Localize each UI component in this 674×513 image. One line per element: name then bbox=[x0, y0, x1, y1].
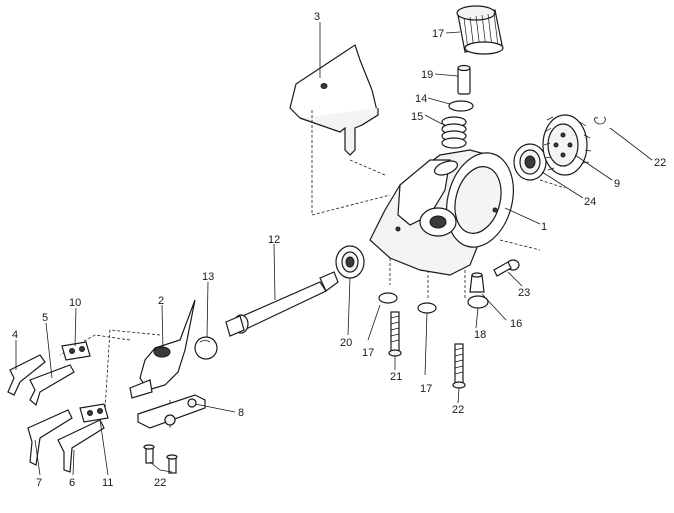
callout-3: 3 bbox=[314, 11, 320, 23]
part-22-bolt-b bbox=[452, 343, 466, 389]
callout-labels: 3 17 19 14 15 22 9 24 1 12 13 2 23 16 18… bbox=[12, 11, 666, 489]
callout-15: 15 bbox=[411, 111, 423, 123]
part-15-spring bbox=[441, 116, 467, 149]
callout-13: 13 bbox=[202, 271, 214, 283]
callout-12: 12 bbox=[268, 234, 280, 246]
callout-22-right: 22 bbox=[452, 404, 464, 416]
part-10-link bbox=[61, 341, 91, 361]
callout-7: 7 bbox=[36, 477, 42, 489]
callout-4: 4 bbox=[12, 329, 18, 341]
part-16-nipple bbox=[469, 272, 485, 293]
part-3-cover bbox=[289, 44, 379, 156]
callout-19: 18 bbox=[474, 329, 486, 341]
callout-25: 23 bbox=[518, 287, 530, 299]
part-11-link bbox=[79, 403, 109, 423]
part-13-ball bbox=[194, 336, 218, 360]
part-18-knob bbox=[456, 5, 504, 55]
callout-1: 1 bbox=[541, 221, 547, 233]
part-24-clip bbox=[594, 116, 606, 125]
callout-18: 17 bbox=[432, 28, 444, 40]
callout-2: 2 bbox=[158, 295, 164, 307]
part-17-washer-a bbox=[378, 292, 398, 304]
callout-17-right: 17 bbox=[420, 383, 432, 395]
part-5-fork bbox=[29, 364, 75, 407]
part-17-washer-b bbox=[417, 302, 437, 314]
callout-11: 11 bbox=[102, 477, 113, 489]
callout-5: 5 bbox=[42, 312, 48, 324]
part-14-ring bbox=[448, 100, 474, 112]
part-21-bearing bbox=[335, 245, 365, 279]
callout-6: 6 bbox=[69, 477, 75, 489]
part-22-bolt-a bbox=[388, 311, 402, 357]
callout-17-left: 17 bbox=[362, 347, 374, 359]
part-6-fork bbox=[57, 419, 105, 473]
leader-lines bbox=[15, 22, 653, 476]
part-4-fork bbox=[7, 354, 46, 396]
callout-14: 14 bbox=[415, 93, 427, 105]
callout-23: 22 bbox=[154, 477, 166, 489]
callout-9: 9 bbox=[614, 178, 620, 190]
part-9-gear bbox=[542, 114, 592, 176]
callout-21: 20 bbox=[340, 337, 352, 349]
callout-16: 16 bbox=[510, 318, 522, 330]
part-26-bearing bbox=[513, 143, 547, 181]
callout-24: 22 bbox=[654, 157, 666, 169]
part-23-screws bbox=[143, 444, 178, 474]
part-1-housing bbox=[369, 149, 514, 276]
part-2-arm bbox=[129, 299, 196, 399]
part-12-shaft bbox=[225, 271, 339, 337]
part-20-pin bbox=[457, 64, 471, 95]
part-8-plate bbox=[137, 394, 206, 429]
part-7-fork bbox=[27, 409, 73, 466]
callout-10: 10 bbox=[69, 297, 81, 309]
callout-20: 19 bbox=[421, 69, 433, 81]
callout-26: 24 bbox=[584, 196, 596, 208]
callout-8: 8 bbox=[238, 407, 244, 419]
part-25-screw bbox=[493, 259, 520, 277]
callout-22-left: 21 bbox=[390, 371, 402, 383]
